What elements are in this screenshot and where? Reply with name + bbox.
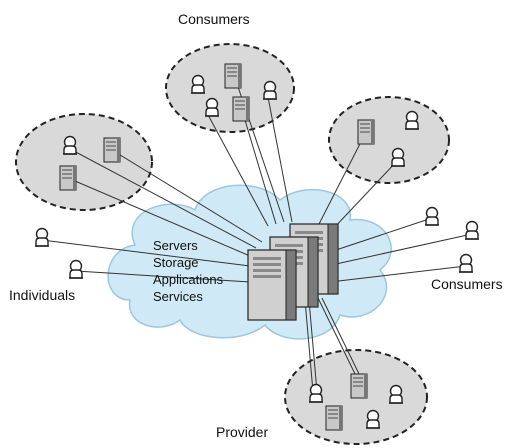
service-item: Services: [153, 289, 203, 304]
server-icon: [350, 373, 368, 399]
user-icon: [390, 147, 406, 167]
connection-lines: [41, 74, 473, 393]
server-icon: [103, 137, 121, 163]
service-item: Servers: [153, 238, 198, 253]
user-icon: [388, 384, 404, 404]
user-icon: [458, 253, 474, 273]
user-icon: [365, 409, 381, 429]
service-item: Applications: [153, 272, 224, 287]
server-icon: [232, 96, 250, 122]
user-icon: [424, 206, 440, 226]
user-icon: [262, 80, 278, 100]
provider-label: Provider: [216, 424, 269, 440]
user-icon: [62, 135, 78, 155]
user-icon: [190, 74, 206, 94]
server-icon: [357, 119, 375, 145]
server-icon: [325, 405, 343, 431]
user-icon: [404, 110, 420, 130]
server-icon: [247, 249, 297, 321]
consumer-group-right: [328, 96, 450, 184]
user-icon: [204, 97, 220, 117]
user-icon: [308, 383, 324, 403]
consumers-right-label: Consumers: [431, 276, 503, 292]
consumers-top-label: Consumers: [178, 11, 250, 27]
user-icon: [34, 227, 50, 247]
user-icon: [68, 259, 84, 279]
user-icon: [464, 220, 480, 240]
server-icon: [59, 165, 77, 191]
service-item: Storage: [153, 255, 199, 270]
individuals-label: Individuals: [9, 287, 76, 303]
server-icon: [224, 63, 242, 89]
